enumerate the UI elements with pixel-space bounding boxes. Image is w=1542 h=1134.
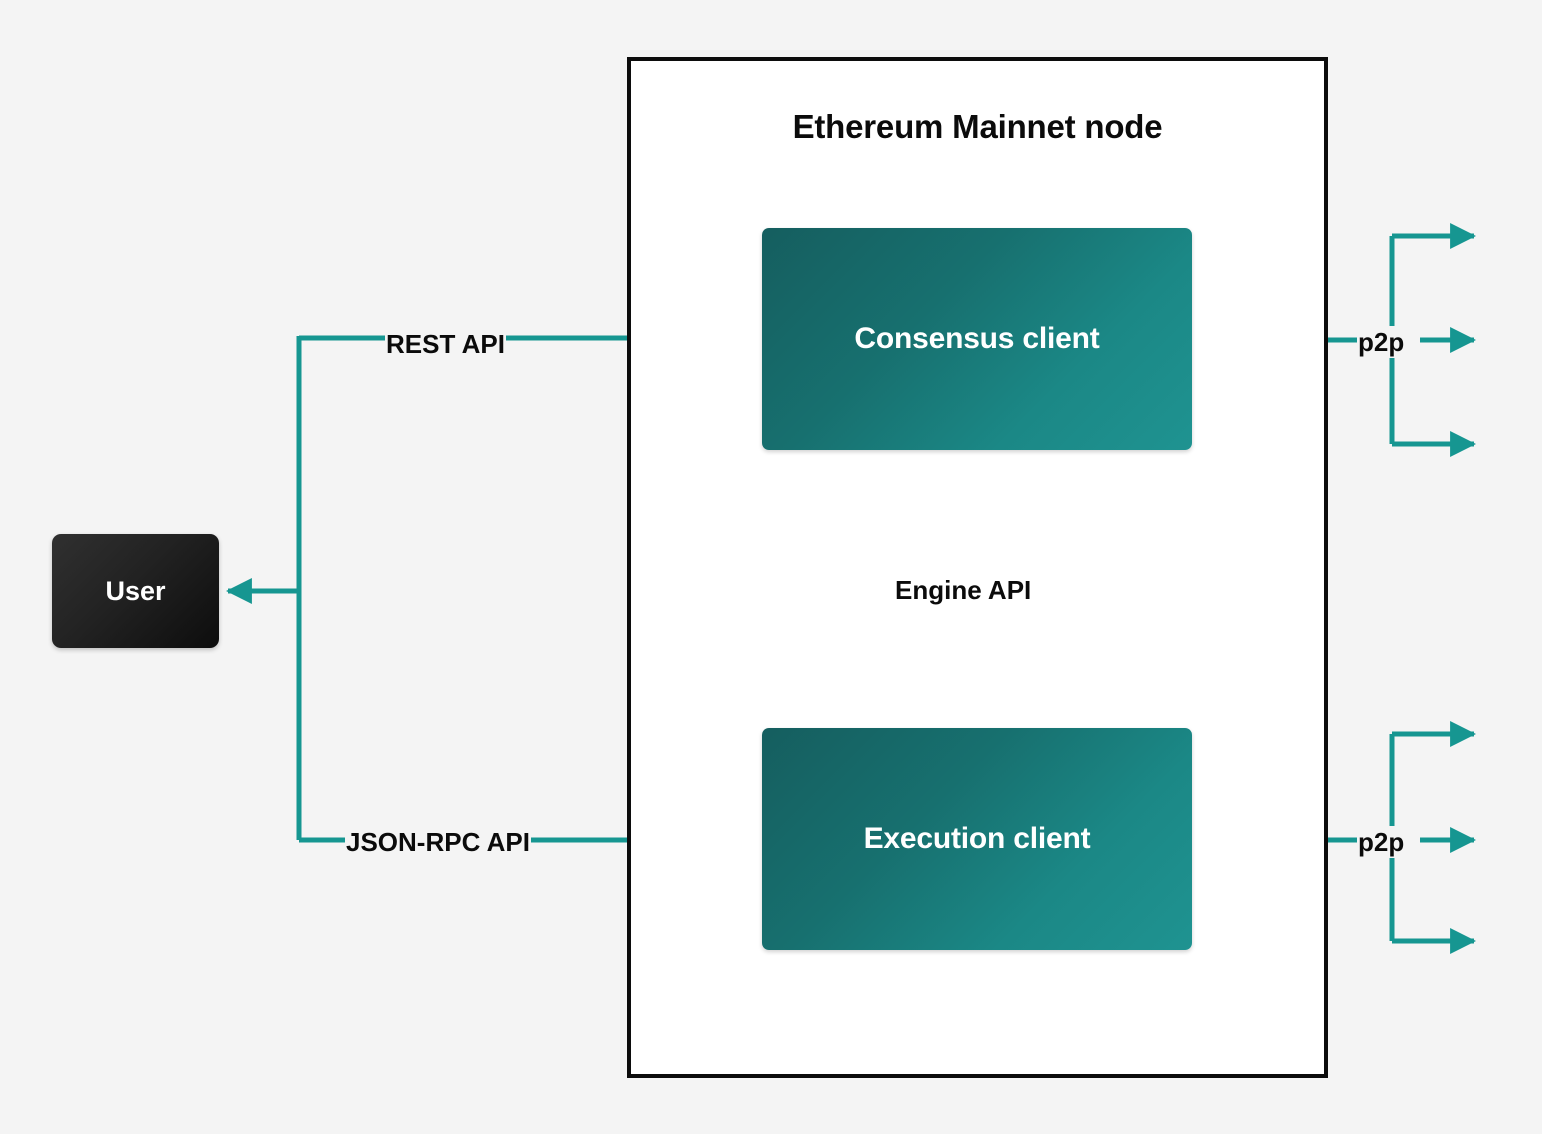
execution-client-box[interactable]: Execution client	[762, 728, 1192, 950]
consensus-client-label: Consensus client	[854, 322, 1100, 355]
consensus-client-box[interactable]: Consensus client	[762, 228, 1192, 450]
user-box[interactable]: User	[52, 534, 219, 648]
node-title: Ethereum Mainnet node	[792, 108, 1163, 145]
p2p-consensus-edge-label: p2p	[1357, 326, 1406, 358]
user-label: User	[105, 575, 166, 606]
engine-api-edge-label: Engine API	[894, 574, 1033, 606]
p2p-execution-edge-label: p2p	[1357, 826, 1406, 858]
json-rpc-api-edge-label: JSON-RPC API	[345, 826, 531, 858]
execution-client-label: Execution client	[863, 822, 1091, 855]
rest-api-edge-label: REST API	[385, 328, 506, 360]
